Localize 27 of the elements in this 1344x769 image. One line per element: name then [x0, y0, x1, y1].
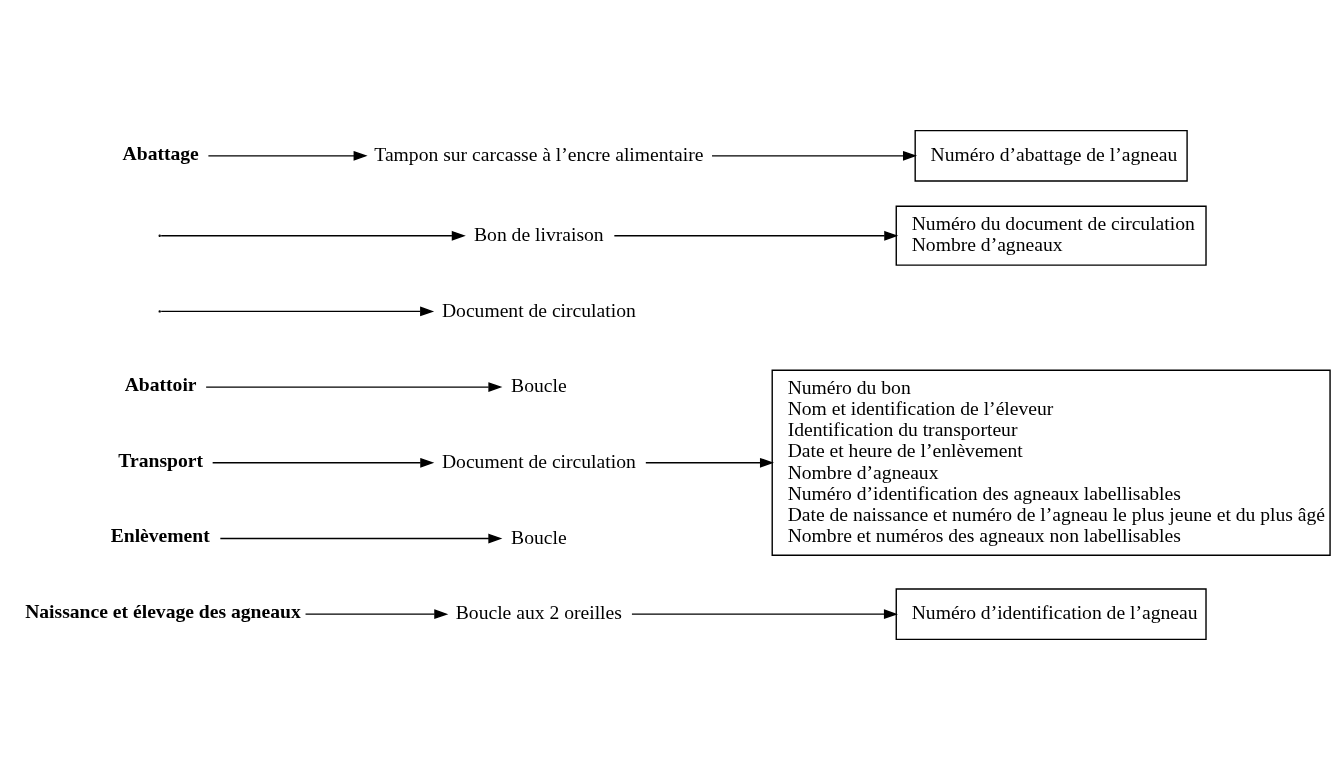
node-text: Boucle aux 2 oreilles: [455, 601, 622, 623]
node-text: Naissance et élevage des agneaux: [25, 600, 301, 622]
arrow: [711, 150, 917, 161]
node-text: Abattage: [122, 142, 199, 164]
node-box: Numéro du document de circulation Nombre d’agneaux: [895, 205, 1207, 266]
node-text: Abattoir: [124, 373, 197, 395]
arrow: [160, 306, 435, 316]
node-text: Enlèvement: [110, 524, 210, 546]
arrow: [304, 608, 449, 619]
node-box: Numéro d’identification de l’agneau: [895, 587, 1207, 640]
node-box: Numéro du bon Nom et identification de l’éleveur Identification du transporteur Date et heure de l’enlèvement Nombre d’agneaux Numéro d’identification des agneaux labellisables Date de naissance et numéro de l’agneau le plus jeune et du plus âgé Nombre et numéros des agneaux non labellisables: [771, 369, 1331, 556]
node-box: Numéro d’abattage de l’agneau: [914, 129, 1188, 182]
arrow: [211, 457, 435, 468]
arrow: [205, 381, 503, 392]
node-text: Tampon sur carcasse à l’encre alimentaire: [374, 143, 704, 165]
arrow: [613, 230, 899, 241]
arrow: [160, 230, 466, 241]
arrow: [645, 457, 774, 468]
node-text: Boucle: [511, 526, 567, 548]
node-text: Transport: [118, 449, 203, 471]
node-text: Document de circulation: [441, 299, 636, 321]
node-text: Boucle: [511, 374, 567, 396]
node-text: Document de circulation: [441, 450, 636, 472]
arrow: [207, 150, 368, 161]
arrow: [631, 608, 898, 619]
arrow: [219, 533, 503, 543]
node-text: Bon de livraison: [474, 223, 604, 245]
